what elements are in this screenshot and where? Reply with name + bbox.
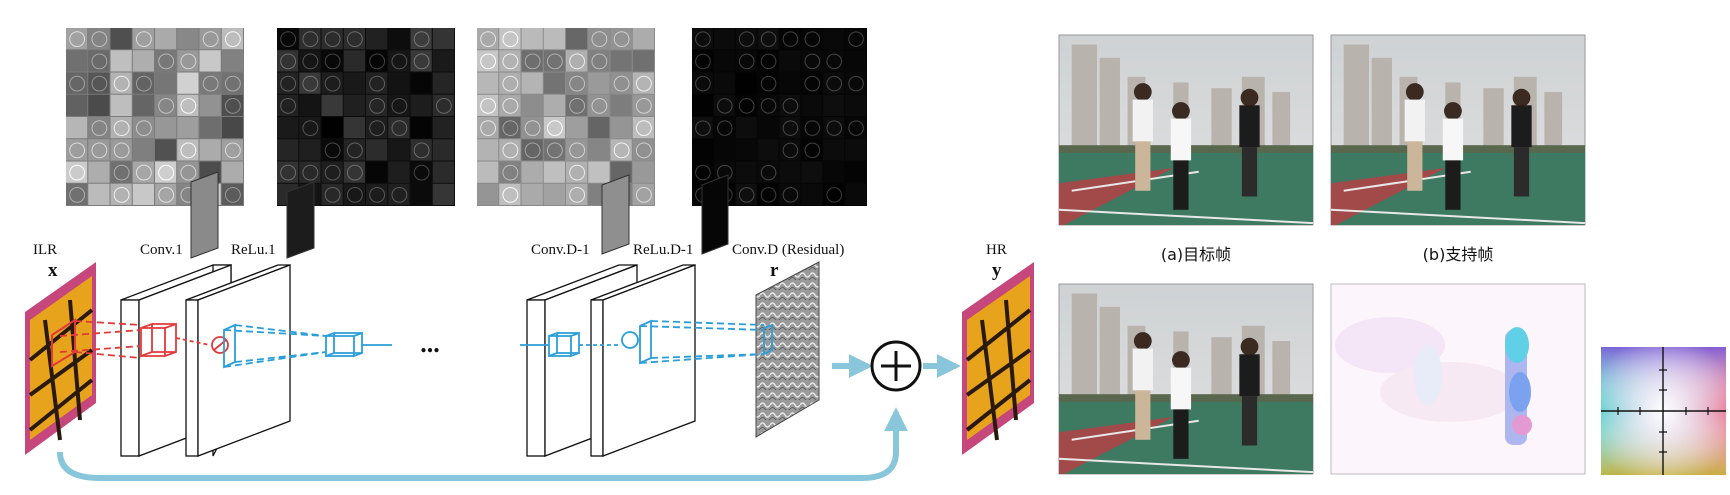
residual-image — [755, 261, 820, 438]
convD1-projection — [520, 319, 773, 365]
feature-patches — [190, 171, 729, 259]
optical-flow-map — [1330, 283, 1586, 475]
ellipsis: ... — [420, 329, 440, 358]
skip-connection-arrow — [57, 407, 908, 481]
layer-label-reluD1: ReLu.D-1 — [633, 242, 693, 258]
caption-target-frame: (a)目标帧 — [1161, 245, 1231, 264]
sum-node — [870, 340, 922, 392]
frame-target — [1058, 34, 1314, 226]
frame-warped — [1058, 283, 1314, 475]
patch-relu1 — [286, 181, 315, 259]
feature-maps — [66, 28, 867, 206]
residual-var: r — [770, 260, 779, 281]
output-var: y — [992, 260, 1002, 281]
frame-support — [1330, 34, 1586, 226]
output-label: HR — [986, 242, 1007, 258]
input-var: x — [48, 260, 58, 281]
flow-color-wheel — [1601, 347, 1726, 475]
caption-support-frame: (b)支持帧 — [1423, 245, 1494, 264]
layer-label-convD: Conv.D (Residual) — [732, 242, 844, 258]
layer-label-conv1: Conv.1 — [140, 242, 183, 258]
layer-label-convD1: Conv.D-1 — [531, 242, 590, 258]
patch-conv1 — [190, 171, 219, 259]
patch-convD1 — [601, 174, 630, 255]
input-label: ILR — [33, 242, 57, 258]
video-frames: (a)目标帧 (b)支持帧 — [1058, 34, 1726, 475]
relu1-projection — [223, 323, 392, 369]
layer-slab-reluD1 — [590, 264, 696, 457]
patch-reluD1 — [701, 174, 729, 255]
conv1-receptive-field — [59, 320, 229, 359]
network-diagram: ... ILR x Conv.1 ReLu.1 Conv.D-1 ReLu.D-… — [25, 28, 1034, 481]
layer-label-relu1: ReLu.1 — [231, 242, 276, 258]
layer-slab-relu1 — [185, 264, 291, 457]
output-image-hr — [962, 262, 1034, 455]
input-image-ilr — [25, 262, 96, 455]
